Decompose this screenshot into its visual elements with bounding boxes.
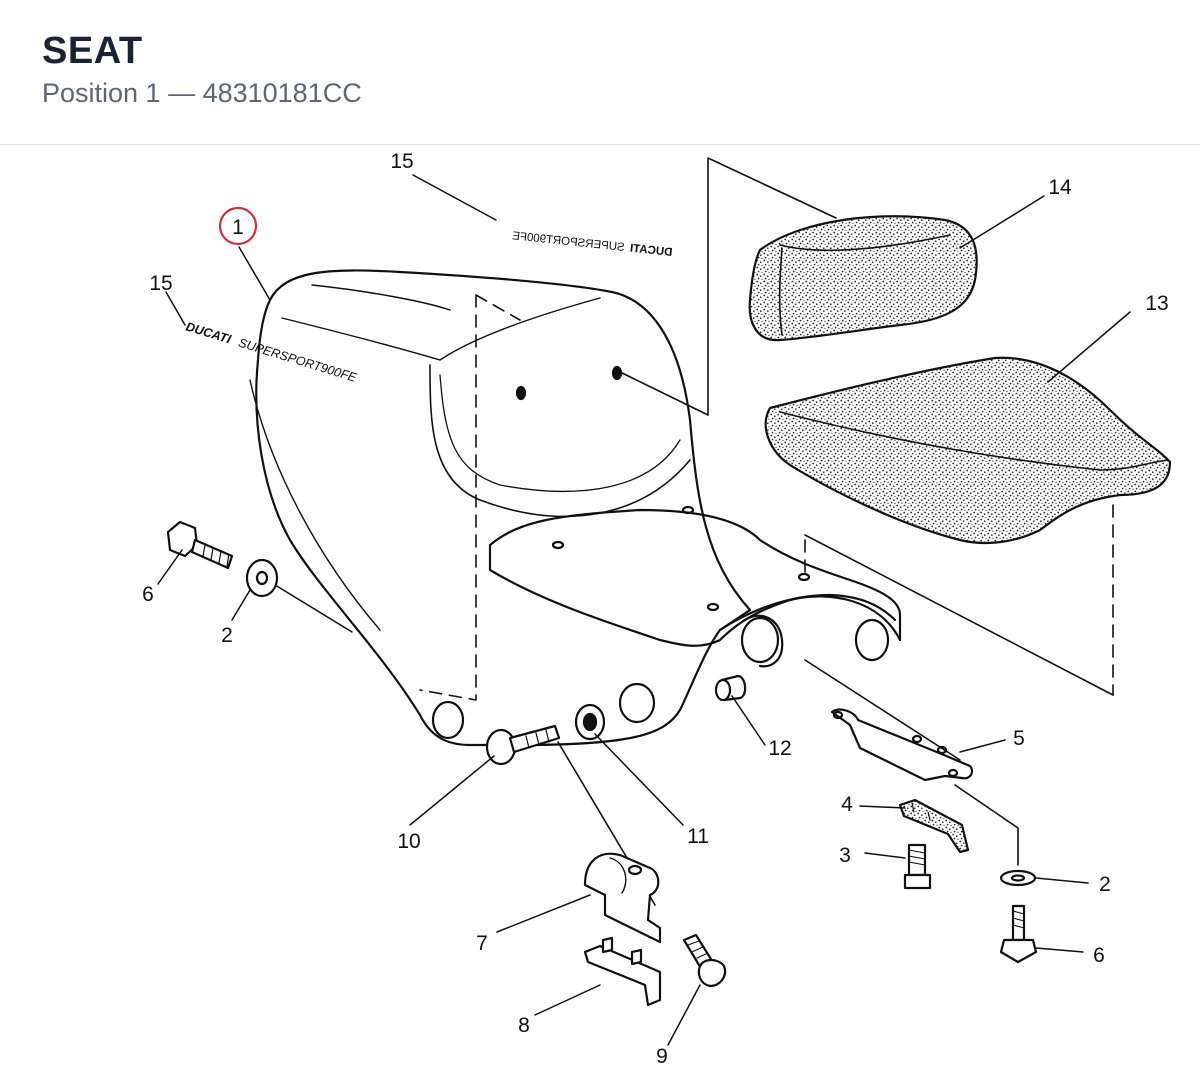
parts-diagram: DUCATI SUPERSPORT900FE DUCATI SUPERSPORT…: [142, 150, 1172, 1068]
page-header: SEAT Position 1 — 48310181CC: [0, 0, 1200, 145]
washer-2-left[interactable]: [245, 558, 279, 598]
callout-14[interactable]: 14: [1048, 176, 1072, 199]
bracket-5[interactable]: [830, 708, 974, 782]
selected-callout-ring: [218, 206, 258, 246]
decal-left-brand: DUCATI: [184, 319, 233, 346]
page-title: SEAT: [42, 30, 143, 72]
callout-10[interactable]: 10: [397, 830, 420, 853]
callout-2-right[interactable]: 2: [1099, 873, 1111, 896]
bolt-6-left[interactable]: [166, 520, 234, 570]
callout-2-left[interactable]: 2: [221, 624, 233, 647]
seat-cover-rider[interactable]: [764, 356, 1172, 545]
screw-9[interactable]: [682, 933, 727, 988]
decal-top-brand: DUCATI: [629, 243, 673, 259]
washer-2-right[interactable]: [999, 869, 1037, 887]
decal-left-model: SUPERSPORT900FE: [237, 336, 359, 385]
screw-3[interactable]: [903, 843, 932, 890]
callout-13[interactable]: 13: [1145, 292, 1168, 315]
callout-12[interactable]: 12: [768, 737, 791, 760]
callout-6-right[interactable]: 6: [1093, 944, 1105, 967]
callout-1[interactable]: 1: [232, 216, 244, 239]
bolt-6-right[interactable]: [999, 904, 1038, 964]
callout-15-top[interactable]: 15: [390, 150, 413, 173]
callout-leaders: [157, 174, 1131, 1046]
plate-4[interactable]: [898, 798, 970, 854]
callout-3[interactable]: 3: [839, 844, 851, 867]
callout-4[interactable]: 4: [841, 793, 853, 816]
callout-9[interactable]: 9: [656, 1045, 668, 1068]
decal-top-model: SUPERSPORT900FE: [511, 230, 625, 254]
callout-7[interactable]: 7: [476, 932, 488, 955]
washer-11[interactable]: [574, 703, 606, 741]
callout-5[interactable]: 5: [1013, 727, 1025, 750]
bracket-8[interactable]: [583, 936, 662, 1007]
callout-6-left[interactable]: 6: [142, 583, 154, 606]
callout-15-left[interactable]: 15: [149, 272, 172, 295]
seat-tail-body[interactable]: [249, 269, 902, 747]
decal-top: DUCATI SUPERSPORT900FE: [511, 230, 673, 259]
page-subtitle: Position 1 — 48310181CC: [42, 78, 362, 108]
callout-11[interactable]: 11: [687, 825, 709, 848]
clamp-7[interactable]: [583, 852, 662, 944]
spacer-12[interactable]: [714, 674, 747, 702]
assembly-lines: [419, 294, 1114, 701]
decal-left: DUCATI SUPERSPORT900FE: [184, 319, 359, 385]
seat-cover-passenger[interactable]: [748, 215, 978, 342]
callout-8[interactable]: 8: [518, 1014, 530, 1037]
